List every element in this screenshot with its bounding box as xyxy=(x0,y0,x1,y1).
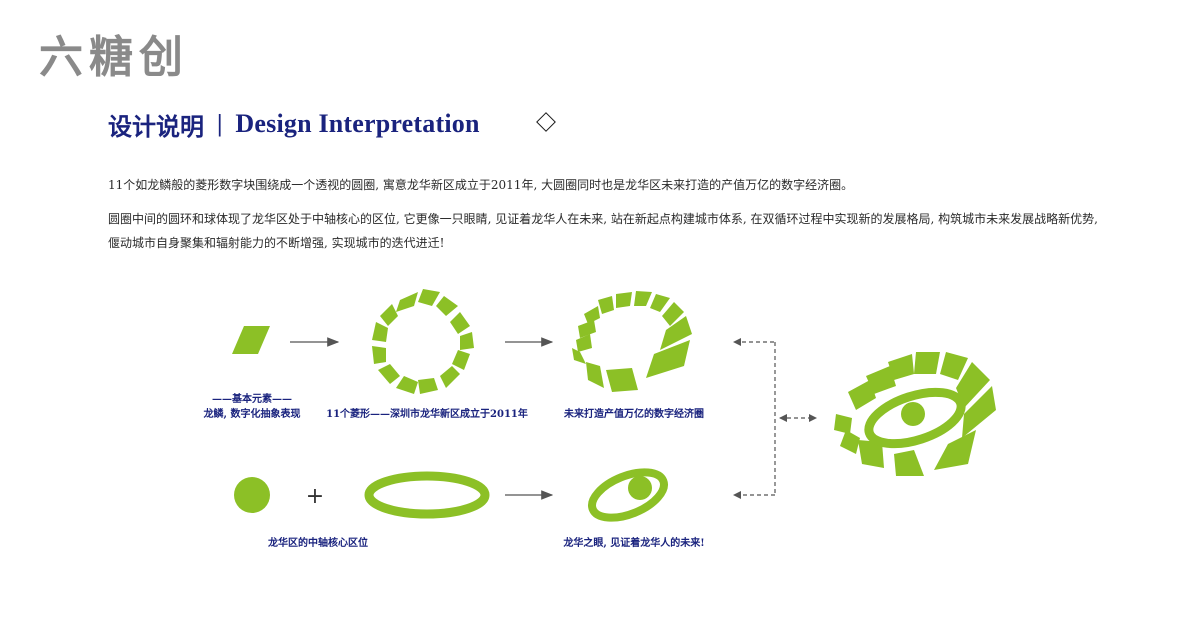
arrowhead-left xyxy=(779,414,787,422)
caption-element-title: ——基本元素—— xyxy=(212,394,292,405)
final-logo-icon xyxy=(834,352,996,476)
plus-symbol: + xyxy=(306,484,324,509)
section-heading: 设计说明 | Design Interpretation xyxy=(108,104,480,144)
caption-future: 未来打造产值万亿的数字经济圈 xyxy=(564,409,704,420)
caption-element-desc: 龙鳞, 数字化抽象表现 xyxy=(203,409,301,420)
caption-core: 龙华区的中轴核心区位 xyxy=(268,538,368,549)
arrowhead-right xyxy=(809,414,817,422)
economy-circle-icon xyxy=(572,291,692,392)
brand-logo: 六糖创 xyxy=(28,30,200,83)
description-paragraph-2: 圆圈中间的圆环和球体现了龙华区处于中轴核心的区位, 它更像一只眼睛, 见证着龙华… xyxy=(108,212,1098,250)
description-paragraph-1: 11个如龙鳞般的菱形数字块围绕成一个透视的圆圈, 寓意龙华新区成立于2011年,… xyxy=(108,178,854,192)
core-ring-icon xyxy=(364,471,490,519)
arrowhead-lower xyxy=(733,491,741,499)
caption-ring11: 11个菱形——深圳市龙华新区成立于2011年 xyxy=(326,409,528,420)
ring-of-rhombi-icon xyxy=(372,289,474,394)
arrowhead-upper xyxy=(733,338,741,346)
caption-eye: 龙华之眼, 见证着龙华人的未来! xyxy=(563,538,705,549)
heading-en: Design Interpretation xyxy=(235,109,480,138)
heading-separator: | xyxy=(216,111,224,137)
dashed-connector xyxy=(735,341,814,496)
core-ball-icon xyxy=(234,477,270,513)
heading-cn: 设计说明 xyxy=(108,111,204,141)
eye-icon xyxy=(588,468,668,522)
logo-text: 六糖创 xyxy=(39,32,189,83)
rhombus-element-icon xyxy=(232,326,270,354)
